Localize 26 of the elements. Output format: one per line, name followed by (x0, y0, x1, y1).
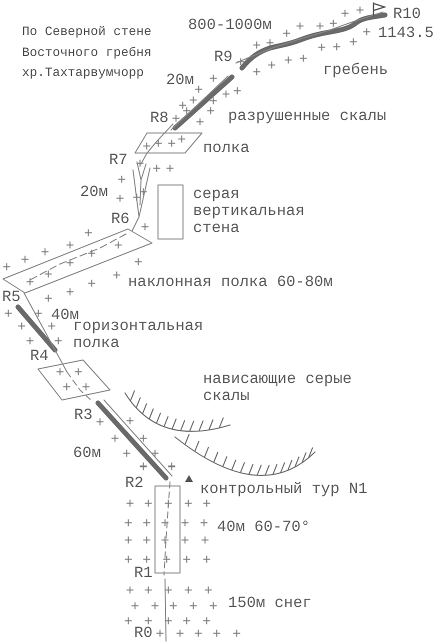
pitch-length-label: 800-1000м (188, 16, 272, 34)
belay-point-label: R6 (111, 210, 130, 228)
pitch-length-label: 20м (166, 72, 194, 88)
belay-point-label: R2 (125, 474, 144, 492)
terrain-label: серая вертикальная стена (193, 186, 306, 236)
belay-point-label: R10 (393, 6, 421, 22)
terrain-label: нависающие серые скалы (203, 370, 353, 404)
pitch-length-label: 60м (73, 444, 101, 462)
diagram-title: По Северной стене Восточного гребня хр.Тахтарвумчорр (22, 23, 152, 82)
terrain-label: полка (203, 140, 250, 156)
belay-point-label: R0 (134, 624, 153, 642)
belay-point-label: R8 (150, 110, 169, 126)
belay-point-label: R5 (2, 288, 21, 306)
pitch-length-label: 20м (80, 184, 108, 200)
terrain-label: гребень (323, 62, 388, 78)
belay-point-label: R3 (74, 406, 93, 424)
terrain-label: разрушенные скалы (228, 108, 386, 124)
belay-point-label: R7 (109, 152, 128, 168)
pitch-length-label: 40м 60-70° (217, 518, 310, 536)
landmark-label: контрольный тур N1 (200, 480, 368, 498)
belay-point-label: R4 (30, 348, 49, 364)
summit-elevation-label: 1143.5 (378, 24, 434, 42)
belay-point-label: R1 (134, 564, 153, 582)
terrain-label: 150м снег (228, 594, 312, 612)
belay-point-label: R9 (214, 48, 233, 66)
terrain-label: наклонная полка 60-80м (128, 274, 333, 290)
